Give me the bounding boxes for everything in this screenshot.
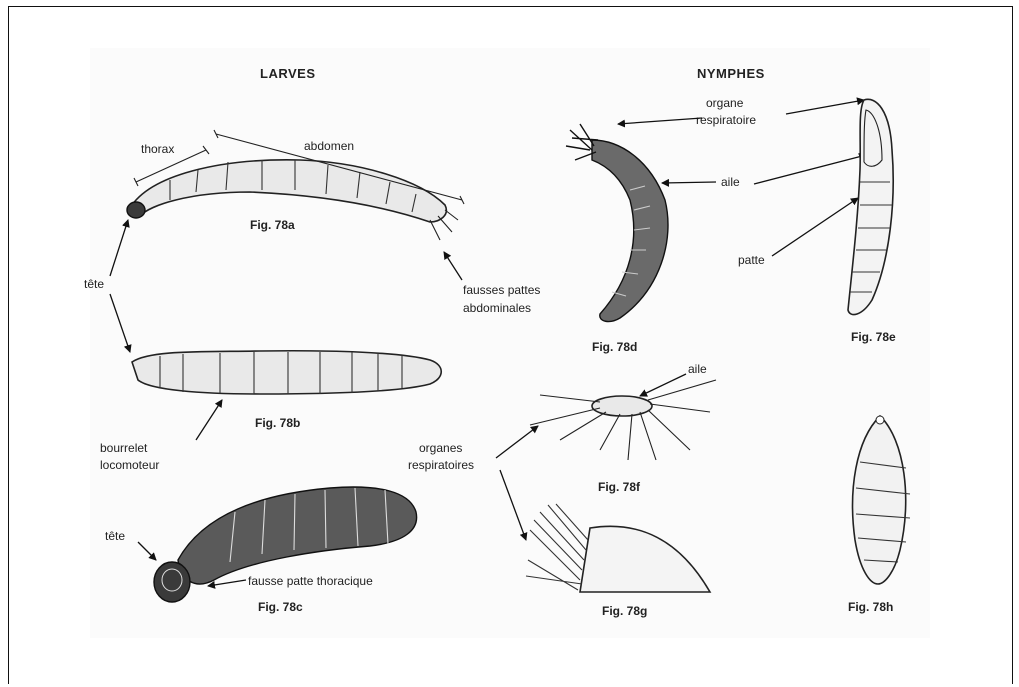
arrow-tete-78a (110, 220, 128, 276)
label-patte: patte (738, 253, 765, 267)
nymph-78d (566, 124, 668, 321)
arrow-tete-78b (110, 294, 130, 352)
figure-label-78c: Fig. 78c (258, 600, 303, 614)
label-respiratoire: respiratoire (696, 113, 756, 127)
arrow-organe-78e (786, 100, 864, 114)
arrow-aile-78f (640, 374, 686, 396)
nymph-78e (848, 99, 893, 314)
figure-label-78g: Fig. 78g (602, 604, 647, 618)
label-aile-1: aile (721, 175, 740, 189)
arrow-patte (772, 198, 858, 256)
figure-label-78d: Fig. 78d (592, 340, 637, 354)
figure-label-78a: Fig. 78a (250, 218, 295, 232)
figure-label-78b: Fig. 78b (255, 416, 300, 430)
figure-label-78f: Fig. 78f (598, 480, 641, 494)
label-abdomen: abdomen (304, 139, 354, 153)
arrow-organe-78d (618, 118, 702, 124)
label-bourrelet: bourrelet (100, 441, 148, 455)
arrow-organes-78f (496, 426, 538, 458)
label-tete-1: tête (84, 277, 104, 291)
label-locomoteur: locomoteur (100, 458, 159, 472)
label-fausse-patte-thoracique: fausse patte thoracique (248, 574, 373, 588)
header-larves: LARVES (260, 66, 316, 81)
arrow-organes-78g (500, 470, 526, 540)
arrow-aile-78d (662, 182, 716, 183)
figure-label-78e: Fig. 78e (851, 330, 896, 344)
larva-78b (132, 351, 441, 394)
arrow-aile-78e (754, 155, 866, 184)
label-respiratoires: respiratoires (408, 458, 474, 472)
arrow-tete-78c (138, 542, 156, 560)
label-aile-2: aile (688, 362, 707, 376)
figure-label-78h: Fig. 78h (848, 600, 893, 614)
label-organe: organe (706, 96, 744, 110)
nymph-78g (526, 504, 710, 592)
label-fausses-pattes: fausses pattes (463, 283, 540, 297)
label-abdominales: abdominales (463, 301, 531, 315)
arrow-bourrelet (196, 400, 222, 440)
arrow-fausses-pattes (444, 252, 462, 280)
pupa-78h (853, 416, 910, 584)
label-thorax: thorax (141, 142, 174, 156)
label-tete-2: tête (105, 529, 125, 543)
label-organes: organes (419, 441, 462, 455)
nymph-78f (530, 380, 716, 460)
header-nymphes: NYMPHES (697, 66, 765, 81)
